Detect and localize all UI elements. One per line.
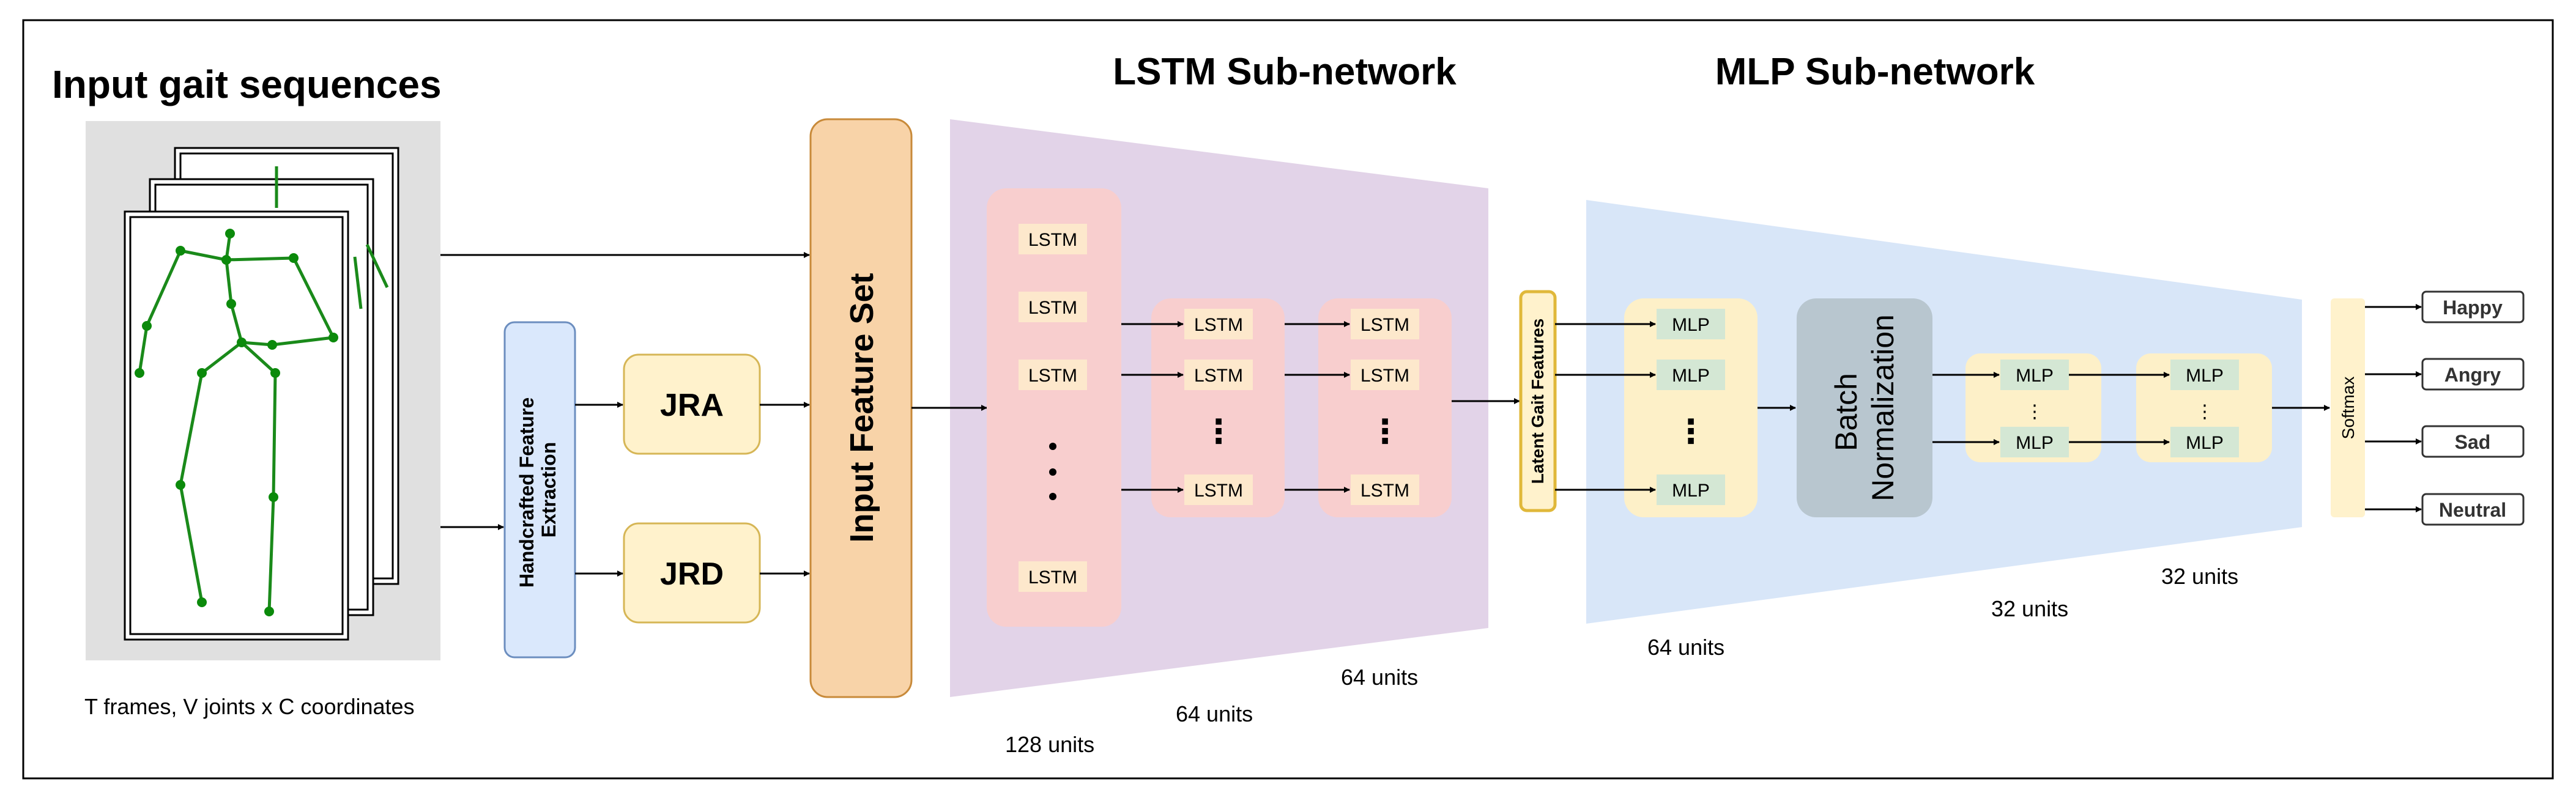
output-sad-label: Sad — [2455, 431, 2491, 453]
output-neutral-box — [2421, 493, 2525, 526]
lstm-layer-2 — [1151, 298, 1285, 517]
handcrafted-feature-label: Handcrafted Feature Extraction — [516, 392, 560, 588]
latent-gait-features-label: Latent Gait Features — [1528, 319, 1547, 484]
output-happy-label: Happy — [2443, 297, 2503, 319]
batch-normalization-label: Batch Normalization — [1829, 314, 1900, 501]
lstm-cell: LSTM — [1019, 224, 1087, 254]
mlp-cell: MLP — [1657, 474, 1725, 505]
svg-text:LSTM: LSTM — [1028, 366, 1077, 386]
svg-text:MLP: MLP — [2186, 433, 2224, 453]
output-angry-label: Angry — [2444, 364, 2501, 386]
output-happy-box — [2421, 290, 2525, 323]
mlp-units-label: 32 units — [1991, 596, 2068, 621]
mlp-block-1 — [1624, 298, 1758, 517]
output-sad-box — [2421, 425, 2525, 458]
svg-text:LSTM: LSTM — [1028, 567, 1077, 588]
input-gait-panel — [86, 121, 440, 660]
svg-text:LSTM: LSTM — [1028, 230, 1077, 250]
svg-text:MLP: MLP — [1672, 481, 1710, 501]
mlp-subnetwork-title: MLP Sub-network — [1715, 51, 2035, 93]
lstm-layer-3 — [1318, 298, 1452, 517]
softmax-label: Softmax — [2339, 377, 2358, 440]
input-title: Input gait sequences — [52, 62, 442, 106]
mlp-cell: MLP — [2000, 360, 2069, 390]
output-angry-box — [2421, 358, 2525, 391]
input-caption: T frames, V joints x C coordinates — [84, 694, 415, 719]
svg-text:LSTM: LSTM — [1194, 481, 1243, 501]
latent-gait-features-box — [1519, 290, 1557, 512]
svg-text:MLP: MLP — [2186, 366, 2224, 386]
ellipsis: ⋮ — [2196, 402, 2214, 422]
lstm-cell: LSTM — [1351, 360, 1419, 390]
softmax-box — [2331, 298, 2365, 517]
lstm-cell: LSTM — [1184, 309, 1253, 339]
input-feature-set-label: Input Feature Set — [844, 273, 880, 542]
lstm-cell: LSTM — [1184, 360, 1253, 390]
mlp-cell: MLP — [2170, 427, 2239, 457]
output-neutral-label: Neutral — [2439, 499, 2506, 521]
jrd-label: JRD — [660, 556, 724, 592]
lstm-cell: LSTM — [1351, 474, 1419, 505]
ellipsis: ⋮ — [1674, 413, 1707, 450]
mlp-cell: MLP — [1657, 309, 1725, 339]
lstm-cell: LSTM — [1351, 309, 1419, 339]
mlp-units-label: 32 units — [2161, 564, 2238, 589]
outer-frame — [22, 19, 2554, 780]
batch-normalization-box — [1797, 298, 1932, 517]
lstm-units-label: 64 units — [1176, 701, 1253, 726]
lstm-cell: LSTM — [1019, 292, 1087, 322]
mlp-region — [1586, 200, 2302, 624]
mlp-cell: MLP — [2000, 427, 2069, 457]
svg-text:MLP: MLP — [1672, 366, 1710, 386]
lstm-units-label: 64 units — [1341, 665, 1418, 690]
svg-text:MLP: MLP — [1672, 315, 1710, 335]
lstm-cell: LSTM — [1019, 360, 1087, 390]
ellipsis: ⋮ — [1202, 413, 1235, 450]
svg-text:MLP: MLP — [2016, 366, 2054, 386]
svg-text:LSTM: LSTM — [1194, 315, 1243, 335]
handcrafted-feature-box — [503, 321, 576, 659]
mlp-units-label: 64 units — [1647, 635, 1724, 660]
ellipsis: ⋮ — [2025, 402, 2044, 422]
skeleton-figure — [135, 229, 338, 616]
lstm-subnetwork-title: LSTM Sub-network — [1113, 51, 1457, 93]
svg-text:LSTM: LSTM — [1360, 315, 1409, 335]
svg-text:MLP: MLP — [2016, 433, 2054, 453]
mlp-cell: MLP — [2170, 360, 2239, 390]
ellipsis-dots — [1049, 443, 1056, 500]
svg-text:LSTM: LSTM — [1360, 481, 1409, 501]
svg-text:LSTM: LSTM — [1360, 366, 1409, 386]
svg-text:LSTM: LSTM — [1194, 366, 1243, 386]
lstm-cell: LSTM — [1019, 561, 1087, 592]
svg-text:LSTM: LSTM — [1028, 298, 1077, 318]
mlp-cell: MLP — [1657, 360, 1725, 390]
lstm-cell: LSTM — [1184, 474, 1253, 505]
lstm-units-label: 128 units — [1005, 732, 1094, 757]
ellipsis: ⋮ — [1368, 413, 1401, 450]
jra-label: JRA — [660, 388, 724, 423]
